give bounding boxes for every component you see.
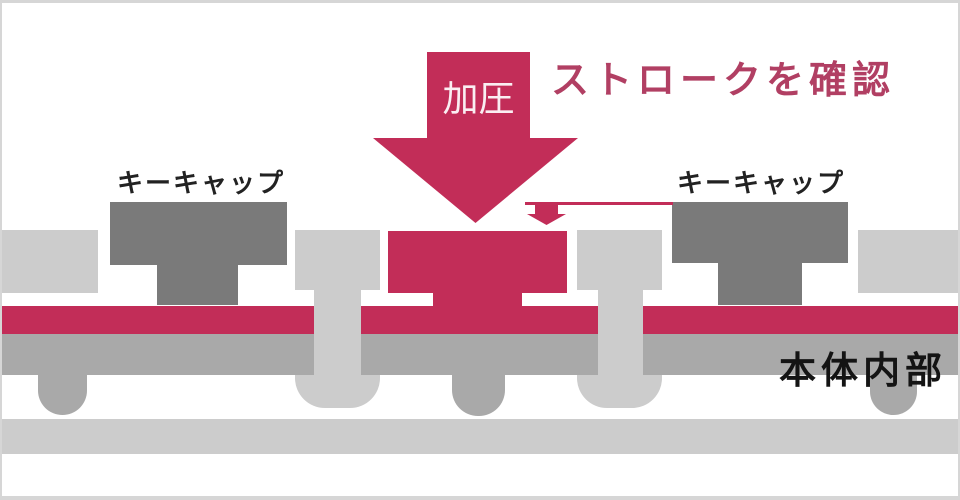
support-post-left-stem xyxy=(314,290,361,375)
keycap-label-left: キーキャップ xyxy=(117,168,286,198)
stroke-check-label: ストロークを確認 xyxy=(551,60,896,102)
support-post-right-stem xyxy=(598,290,643,375)
keycap-center-pressed-cap xyxy=(388,231,567,293)
support-post-right-foot xyxy=(577,375,662,408)
housing-frame-right xyxy=(858,230,960,293)
support-post-left-foot xyxy=(295,375,380,408)
stroke-arrow-icon xyxy=(527,214,566,225)
base-plate-layer xyxy=(0,419,960,454)
stroke-reference-line xyxy=(525,202,673,205)
stroke-arrow-shaft xyxy=(535,203,558,216)
keycap-right-cap xyxy=(672,202,848,263)
keycap-label-right: キーキャップ xyxy=(677,168,846,198)
pressure-arrow-shaft xyxy=(427,52,530,139)
keycap-center-pressed-stem xyxy=(433,293,522,307)
border-top xyxy=(0,0,960,3)
housing-frame-left xyxy=(0,230,98,293)
dome-foot-left xyxy=(38,375,87,415)
keycap-right-stem xyxy=(718,263,802,305)
border-left xyxy=(0,0,2,500)
plate-layer xyxy=(0,334,960,375)
dome-foot-right xyxy=(870,375,917,415)
dome-foot-center xyxy=(452,375,505,416)
border-bottom xyxy=(0,496,960,500)
body-interior-label: 本体内部 xyxy=(779,350,947,391)
pressure-label: 加圧 xyxy=(442,78,515,119)
keycap-left-cap xyxy=(110,202,287,265)
keycap-left-stem xyxy=(157,265,238,305)
membrane-layer xyxy=(0,306,960,334)
support-post-left-top xyxy=(295,230,380,290)
support-post-right-top xyxy=(577,230,662,290)
border-right xyxy=(958,0,960,500)
